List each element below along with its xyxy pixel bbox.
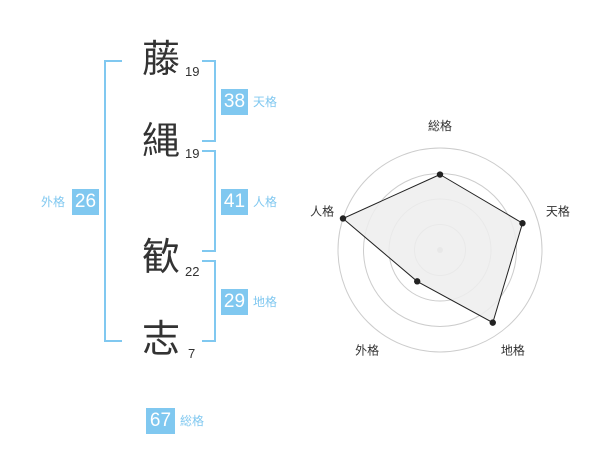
gaikaku-value: 26	[72, 189, 99, 215]
radar-point-3	[489, 319, 496, 326]
tenkaku-value: 38	[221, 89, 248, 115]
radar-point-4	[414, 278, 421, 285]
stroke-count-1: 19	[185, 64, 200, 79]
radar-polygon	[342, 173, 524, 324]
gaikaku-bracket	[104, 60, 122, 342]
soukaku-value: 67	[146, 408, 175, 434]
soukaku-label: 総格	[180, 414, 205, 428]
gaikaku-label: 外格	[41, 195, 66, 209]
stroke-count-4: 7	[188, 346, 196, 361]
stroke-count-2: 19	[185, 146, 200, 161]
radar-point-2	[519, 220, 526, 227]
chikaku-label: 地格	[253, 295, 278, 309]
name-char-3: 歓	[142, 235, 181, 279]
radar-axis-label-4: 外格	[355, 342, 379, 357]
radar-axis-label-2: 天格	[546, 204, 570, 219]
chikaku-value: 29	[221, 289, 248, 315]
jinkaku-value: 41	[221, 189, 248, 215]
name-char-1: 藤	[142, 37, 181, 81]
tenkaku-bracket	[202, 60, 216, 142]
jinkaku-label: 人格	[253, 195, 278, 209]
jinkaku-bracket	[202, 150, 216, 252]
name-char-2: 縄	[142, 119, 181, 163]
radar-point-1	[436, 171, 444, 178]
stroke-count-3: 22	[185, 264, 200, 279]
radar-point-5	[339, 215, 347, 222]
radar-ring	[337, 147, 543, 353]
radar-axis-label-3: 地格	[501, 342, 525, 357]
chikaku-bracket	[202, 260, 216, 342]
radar-axis-label-5: 人格	[310, 204, 334, 219]
radar-axis-label-1: 総格	[428, 118, 452, 133]
tenkaku-label: 天格	[253, 95, 278, 109]
name-char-4: 志	[142, 317, 181, 361]
